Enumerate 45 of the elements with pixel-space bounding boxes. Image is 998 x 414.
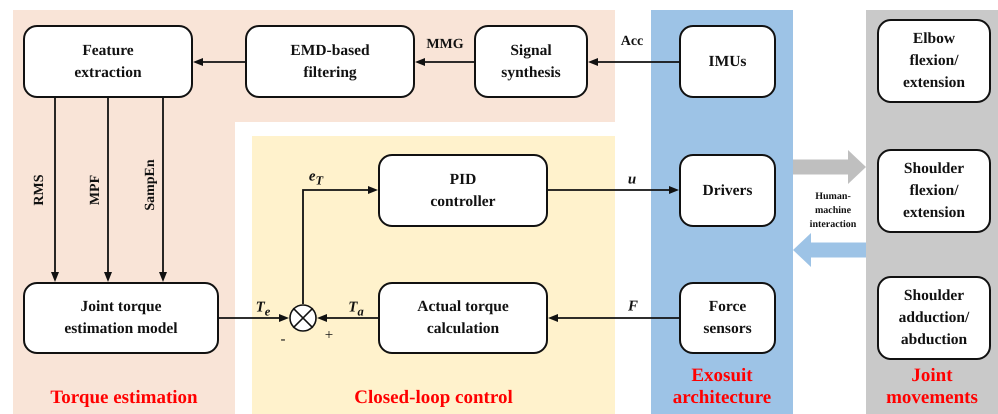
arrow — [193, 58, 245, 66]
interaction-note: Human-machine interaction — [808, 190, 858, 232]
panel — [252, 136, 615, 414]
edge-label: F — [628, 300, 638, 314]
arrow — [219, 314, 289, 322]
edge-label: MPF — [89, 174, 103, 206]
edge-label: e$_{T}$ — [308, 169, 324, 187]
process-box: Shoulder adduction/ abduction — [877, 276, 991, 360]
process-box: Drivers — [679, 154, 776, 227]
arrow — [159, 98, 167, 282]
edge-label: SampEn — [144, 159, 158, 211]
panel — [651, 10, 793, 414]
process-box: Shoulder flexion/ extension — [877, 149, 991, 233]
process-box: Elbow flexion/ extension — [877, 19, 991, 103]
process-box: PID controller — [378, 154, 548, 227]
edge-label: Acc — [620, 35, 644, 49]
arrow — [548, 186, 679, 194]
arrow — [302, 186, 378, 304]
edge-label: u — [628, 172, 636, 188]
edge-label: MMG — [426, 38, 464, 52]
block-arrow — [793, 150, 866, 184]
panel — [866, 10, 998, 414]
arrow — [588, 58, 679, 66]
panel-title: Torque estimation — [49, 386, 199, 408]
edge-label: T$_{e}$ — [256, 300, 270, 318]
arrow — [317, 314, 378, 322]
arrow — [415, 58, 474, 66]
arrow — [104, 98, 112, 282]
process-box: Force sensors — [679, 282, 776, 354]
process-box: Signal synthesis — [474, 25, 588, 98]
block-arrow — [793, 233, 866, 267]
edge-label: T$_{a}$ — [348, 300, 364, 318]
process-box: Actual torque calculation — [378, 282, 548, 354]
process-box: EMD-based filtering — [245, 25, 415, 98]
arrow — [548, 314, 679, 322]
process-box: IMUs — [679, 25, 776, 98]
panel-title: Joint movements — [885, 365, 979, 408]
process-box: Joint torque estimation model — [23, 282, 219, 354]
process-box: Feature extraction — [23, 25, 193, 98]
panel-title: Exosuit architecture — [672, 365, 772, 408]
panel-title: Closed-loop control — [353, 386, 514, 408]
edge-label: RMS — [33, 174, 47, 206]
sign-label: - — [280, 332, 286, 348]
sign-label: + — [324, 328, 334, 344]
arrow — [51, 98, 59, 282]
